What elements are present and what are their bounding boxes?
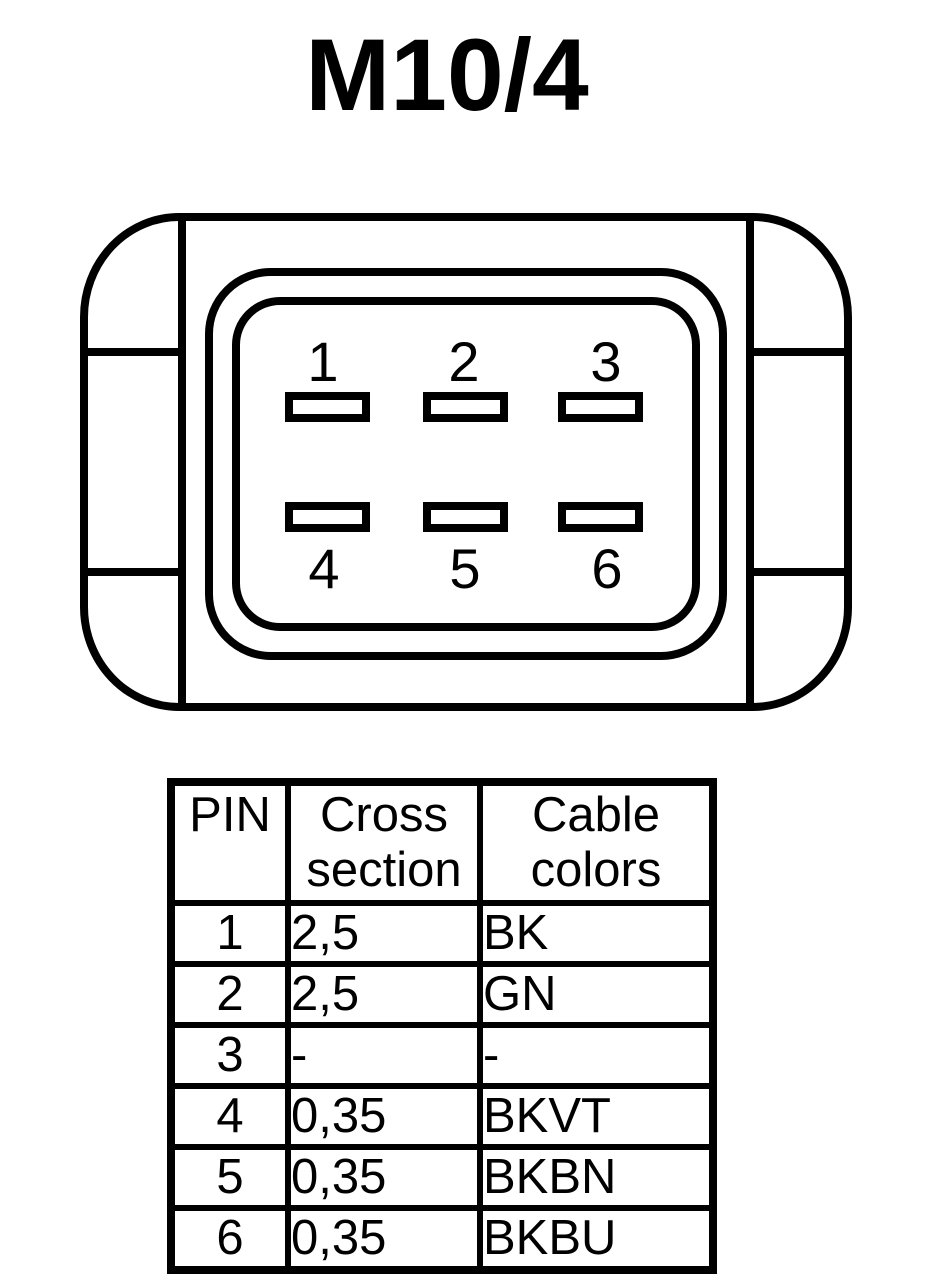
pin-label-1: 1 <box>307 330 338 393</box>
pin-label-4: 4 <box>308 537 339 600</box>
cable-color-cell: BKBU <box>477 1205 716 1273</box>
cross-section-cell: 2,5 <box>285 961 483 1028</box>
table-row: 5 0,35 BKBN <box>168 1144 716 1211</box>
pin-cavity-5 <box>423 502 508 532</box>
table-row: 1 2,5 BK <box>168 900 716 967</box>
cable-color-cell: BKBN <box>477 1144 716 1211</box>
pin-label-3: 3 <box>590 330 621 393</box>
page-title: M10/4 <box>305 18 589 132</box>
pin-cell: 5 <box>168 1144 291 1211</box>
cross-section-cell: 0,35 <box>285 1144 483 1211</box>
pin-cell: 3 <box>168 1022 291 1089</box>
pin-cell: 2 <box>168 961 291 1028</box>
header-cross-section: Cross section <box>285 779 483 906</box>
connector-outer-housing <box>80 213 852 711</box>
pin-label-2: 2 <box>448 330 479 393</box>
table-header-row: PIN Cross section Cable colors <box>168 779 716 906</box>
cross-section-cell: - <box>285 1022 483 1089</box>
pin-cell: 1 <box>168 900 291 967</box>
table-row: 3 - - <box>168 1022 716 1089</box>
pin-label-6: 6 <box>591 537 622 600</box>
pin-cell: 6 <box>168 1205 291 1273</box>
header-pin: PIN <box>168 779 291 906</box>
connector-face-outer <box>205 268 727 660</box>
pin-label-5: 5 <box>449 537 480 600</box>
cross-section-cell: 0,35 <box>285 1083 483 1150</box>
cable-color-cell: BKVT <box>477 1083 716 1150</box>
pin-cavity-4 <box>285 502 370 532</box>
cross-section-cell: 0,35 <box>285 1205 483 1273</box>
pin-cavity-6 <box>558 502 643 532</box>
pinout-table: PIN Cross section Cable colors 1 2,5 BK … <box>167 778 717 1274</box>
table-row: 2 2,5 GN <box>168 961 716 1028</box>
cross-section-cell: 2,5 <box>285 900 483 967</box>
pin-cavity-3 <box>558 392 643 422</box>
table-row: 4 0,35 BKVT <box>168 1083 716 1150</box>
cable-color-cell: BK <box>477 900 716 967</box>
pin-cavity-2 <box>423 392 508 422</box>
header-cable-colors: Cable colors <box>477 779 716 906</box>
table-row: 6 0,35 BKBU <box>168 1205 716 1273</box>
cable-color-cell: GN <box>477 961 716 1028</box>
connector-diagram: 1 2 3 4 5 6 <box>80 213 852 711</box>
pin-cell: 4 <box>168 1083 291 1150</box>
cable-color-cell: - <box>477 1022 716 1089</box>
connector-face-inner <box>232 297 700 631</box>
pin-cavity-1 <box>285 392 370 422</box>
